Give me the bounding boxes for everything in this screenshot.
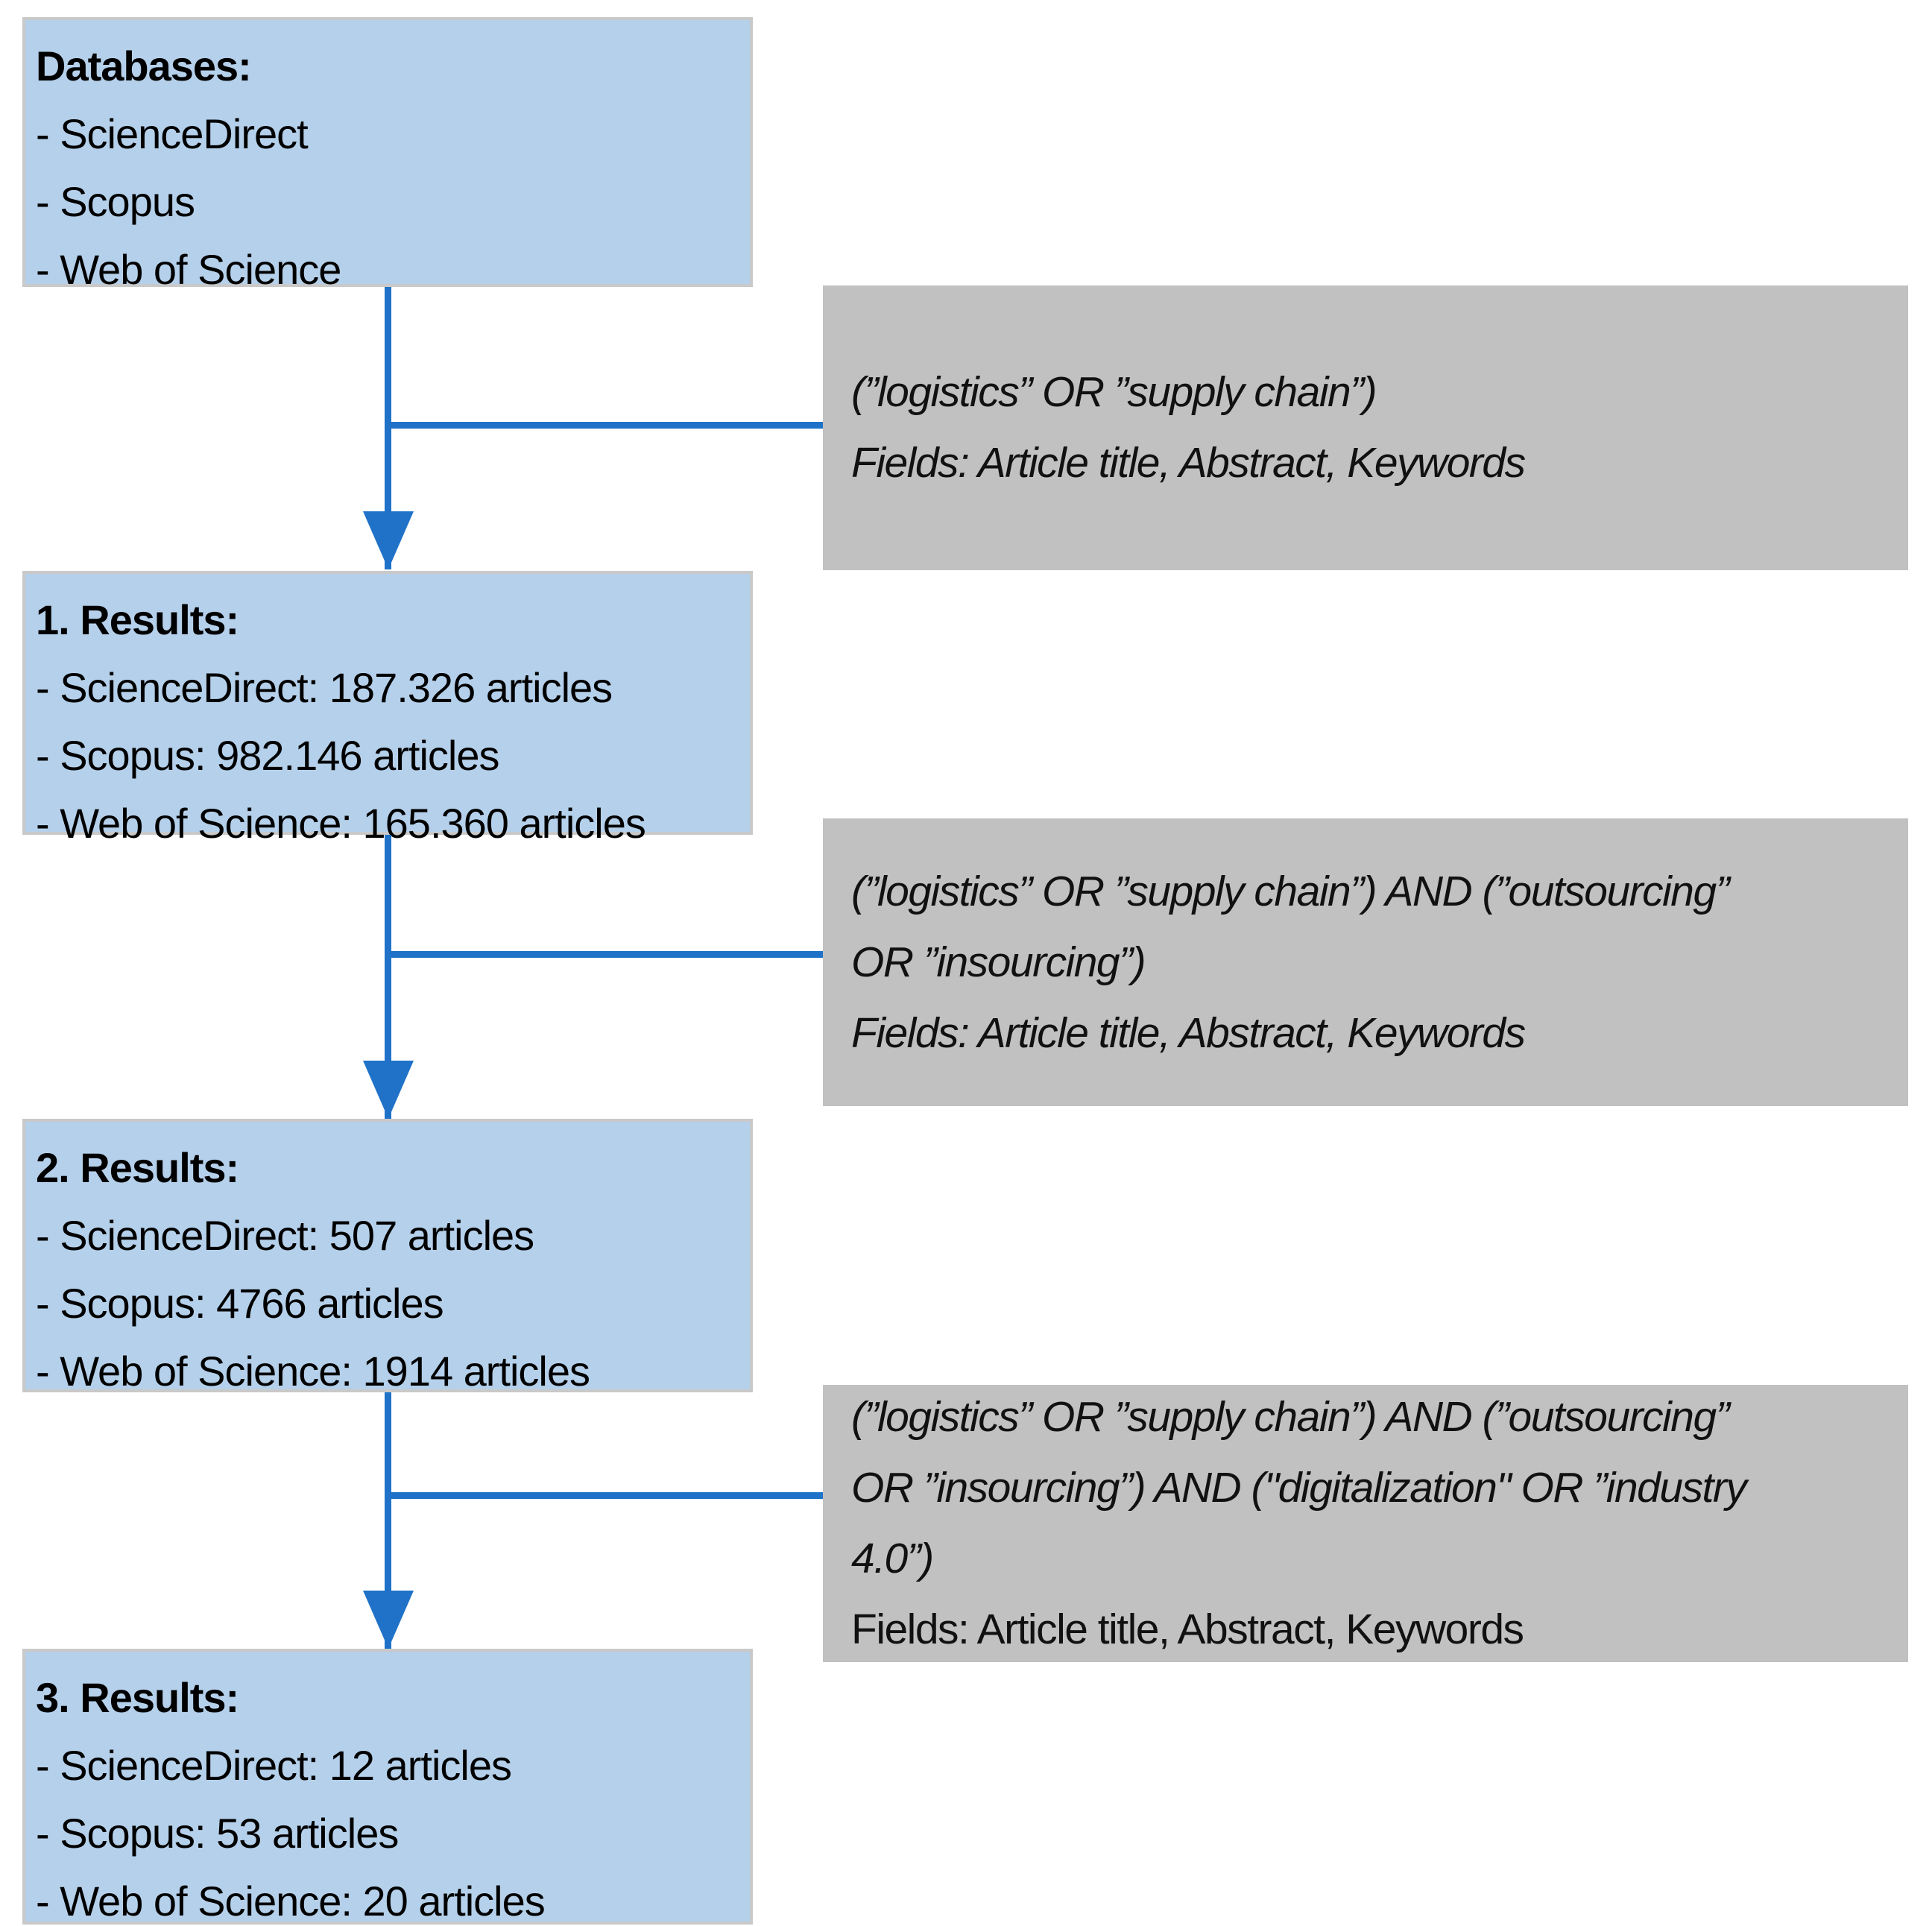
- results-box-1-title: 1. Results:: [36, 596, 239, 643]
- branch-line-query2: [385, 951, 827, 958]
- branch-line-query3: [385, 1492, 827, 1499]
- results-box-1-items: - ScienceDirect: 187.326 articles - Scop…: [36, 664, 646, 847]
- query-2-text: (”logistics” OR ”supply chain”) AND (”ou…: [851, 867, 1730, 986]
- results-box-2-items: - ScienceDirect: 507 articles - Scopus: …: [36, 1212, 590, 1395]
- databases-box-title: Databases:: [36, 42, 252, 89]
- results-box-2-title: 2. Results:: [36, 1144, 239, 1191]
- arrow-line-results1-to-results2: [385, 835, 391, 1119]
- query-2-fields: Fields: Article title, Abstract, Keyword…: [851, 1008, 1526, 1057]
- arrow-line-results2-to-results3: [385, 1392, 391, 1649]
- results-box-3-items: - ScienceDirect: 12 articles - Scopus: 5…: [36, 1742, 546, 1925]
- query-3-fields: Fields: Article title, Abstract, Keyword…: [851, 1605, 1524, 1653]
- results-box-3-title: 3. Results:: [36, 1674, 239, 1721]
- query-box-2: (”logistics” OR ”supply chain”) AND (”ou…: [823, 818, 1908, 1106]
- arrow-head-results3: [363, 1591, 414, 1649]
- results-box-3: 3. Results: - ScienceDirect: 12 articles…: [22, 1649, 753, 1925]
- query-3-text: (”logistics” OR ”supply chain”) AND (”ou…: [851, 1393, 1747, 1582]
- results-box-2: 2. Results: - ScienceDirect: 507 article…: [22, 1119, 753, 1395]
- query-1-fields: Fields: Article title, Abstract, Keyword…: [851, 439, 1526, 487]
- query-box-3: (”logistics” OR ”supply chain”) AND (”ou…: [823, 1385, 1908, 1662]
- databases-box: Databases: - ScienceDirect - Scopus - We…: [22, 17, 753, 293]
- query-box-1: (”logistics” OR ”supply chain”) Fields: …: [823, 285, 1908, 570]
- databases-box-items: - ScienceDirect - Scopus - Web of Scienc…: [36, 110, 341, 293]
- branch-line-query1: [385, 422, 827, 429]
- arrow-head-results1: [363, 511, 414, 569]
- query-1-text: (”logistics” OR ”supply chain”): [851, 368, 1377, 416]
- results-box-1: 1. Results: - ScienceDirect: 187.326 art…: [22, 571, 753, 847]
- arrow-head-results2: [363, 1061, 414, 1119]
